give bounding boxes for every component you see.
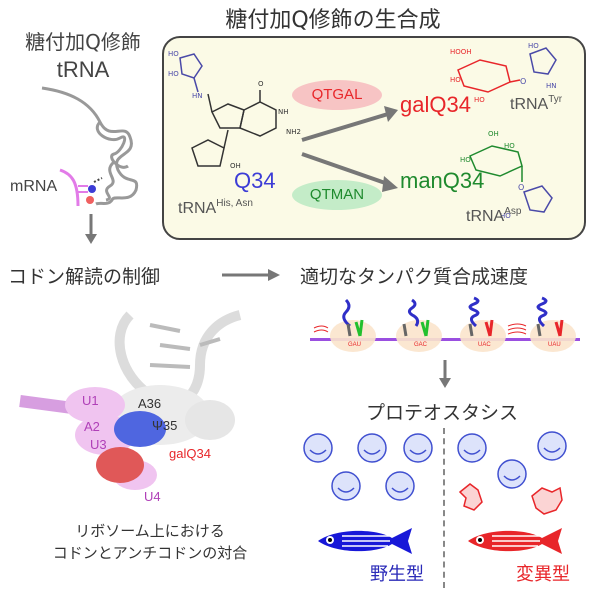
down-arrow-icon xyxy=(85,214,97,244)
svg-text:HN: HN xyxy=(192,92,203,100)
svg-text:NH: NH xyxy=(278,108,289,116)
wild-type-label: 野生型 xyxy=(370,564,424,585)
svg-text:HOOH: HOOH xyxy=(450,48,472,56)
label-psi35: Ψ35 xyxy=(152,418,178,433)
divider-dashed xyxy=(443,428,445,588)
qtgal-enzyme-badge: QTGAL xyxy=(292,80,382,110)
codon-control-heading: コドン解読の制御 xyxy=(8,266,161,288)
codon-label-2: GAC xyxy=(414,342,428,348)
mrna-codon-icon xyxy=(59,168,103,207)
mrna-label: mRNA xyxy=(10,178,58,195)
folded-proteins-wildtype xyxy=(303,433,433,501)
label-u1: U1 xyxy=(82,393,99,408)
label-u4: U4 xyxy=(144,489,161,504)
reaction-arrows xyxy=(301,106,398,192)
protein-rate-heading: 適切なタンパク質合成速度 xyxy=(300,266,529,288)
svg-text:O: O xyxy=(258,80,264,88)
svg-text:HO: HO xyxy=(460,156,471,164)
svg-text:O: O xyxy=(520,77,526,86)
manq34-label: manQ34 xyxy=(400,168,485,193)
svg-text:O: O xyxy=(518,183,524,192)
q34-structure: HO HO HN NH NH2 O OH xyxy=(168,50,301,170)
svg-text:OH: OH xyxy=(230,162,241,170)
codon-label-4: UAU xyxy=(548,342,561,348)
svg-text:HO: HO xyxy=(528,42,539,50)
mutant-label: 変異型 xyxy=(516,564,570,585)
svg-text:HO: HO xyxy=(168,70,179,78)
trna-tyr-label: tRNATyr xyxy=(510,94,563,113)
trna-his-asn-label: tRNAHis, Asn xyxy=(178,198,253,217)
svg-text:HO: HO xyxy=(504,142,515,150)
label-galq34: galQ34 xyxy=(169,446,211,461)
biosynthesis-title: 糖付加Q修飾の生合成 xyxy=(225,8,441,33)
ribosome-strip: GAU GAC UAC UAU xyxy=(310,296,590,356)
ribosome-3 xyxy=(460,320,506,352)
left-title-line2: tRNA xyxy=(56,57,110,82)
ribosome-1 xyxy=(330,320,376,352)
manq34-structure: OH HO HO O HO xyxy=(460,130,553,220)
trna-illustration xyxy=(41,86,139,206)
left-title: 糖付加Q修飾 tRNA xyxy=(8,28,158,84)
label-u3: U3 xyxy=(90,437,107,452)
label-a2: A2 xyxy=(84,419,100,434)
svg-text:HO: HO xyxy=(168,50,179,58)
structure-caption: リボソーム上における コドンとアンチコドンの対合 xyxy=(52,522,248,562)
misfolded-proteins-mutant xyxy=(457,431,567,515)
svg-text:HO: HO xyxy=(474,96,485,104)
svg-text:HO: HO xyxy=(450,76,461,84)
proteostasis-heading: プロテオスタシス xyxy=(366,402,519,424)
zebrafish-wildtype-icon xyxy=(318,528,412,554)
label-a36: A36 xyxy=(138,396,162,411)
codon-anticodon-structure xyxy=(19,310,242,490)
mrna-line xyxy=(310,338,580,341)
codon-label-3: UAC xyxy=(478,342,491,348)
q34-label: Q34 xyxy=(234,168,276,193)
galq34-label: galQ34 xyxy=(400,92,471,117)
zebrafish-mutant-icon xyxy=(468,528,562,554)
trna-asp-label: tRNAAsp xyxy=(466,206,522,225)
right-arrow-icon xyxy=(222,269,280,281)
down-arrow-icon-2 xyxy=(439,360,451,388)
svg-text:HO: HO xyxy=(500,212,511,220)
svg-text:NH2: NH2 xyxy=(286,128,301,136)
left-title-line1: 糖付加Q修飾 xyxy=(25,30,141,54)
svg-text:HN: HN xyxy=(546,82,557,90)
galq34-structure: HOOH HO HO O HO HN xyxy=(450,42,557,104)
biosynthesis-box xyxy=(162,36,586,240)
codon-label-1: GAU xyxy=(348,342,362,348)
qtman-enzyme-badge: QTMAN xyxy=(292,180,382,210)
nascent-peptides xyxy=(313,296,564,337)
svg-text:OH: OH xyxy=(488,130,499,138)
